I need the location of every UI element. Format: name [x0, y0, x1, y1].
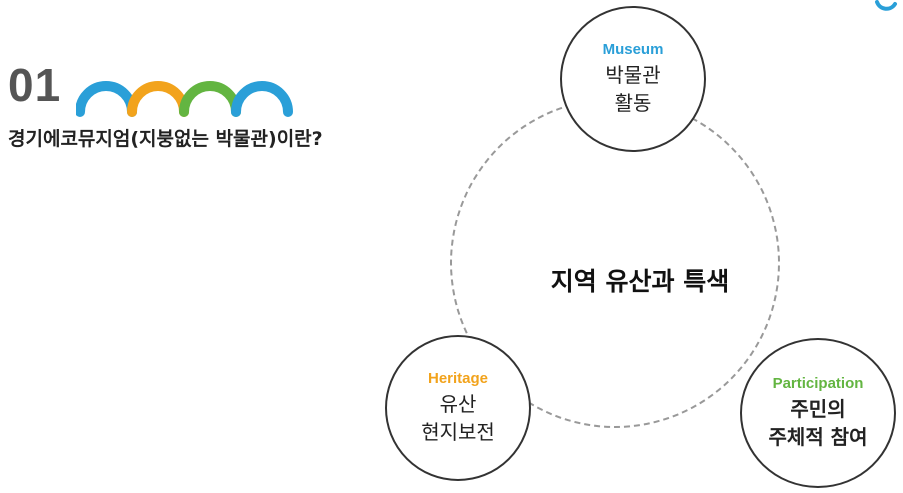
participation-kr-line1: 주민의	[790, 397, 846, 421]
museum-en-label: Museum	[602, 41, 664, 58]
participation-en-label: Participation	[772, 375, 864, 392]
participation-kr-line2: 주체적 참여	[768, 425, 868, 449]
corner-arc-icon	[875, 0, 897, 11]
museum-node: Museum 박물관 활동	[560, 6, 706, 152]
heritage-en-label: Heritage	[427, 370, 489, 387]
museum-kr-line2: 활동	[614, 91, 652, 115]
heritage-node: Heritage 유산 현지보전	[385, 335, 531, 481]
center-label: 지역 유산과 특색	[550, 267, 730, 296]
heritage-kr-line1: 유산	[439, 392, 477, 416]
heritage-kr-line2: 현지보전	[421, 420, 495, 444]
section-number: 01	[8, 59, 62, 111]
museum-kr-line1: 박물관	[605, 63, 661, 87]
rainbow-arches-logo	[76, 81, 293, 117]
participation-node: Participation 주민의 주체적 참여	[740, 338, 896, 488]
page-subtitle: 경기에코뮤지엄(지붕없는 박물관)이란?	[8, 128, 323, 150]
